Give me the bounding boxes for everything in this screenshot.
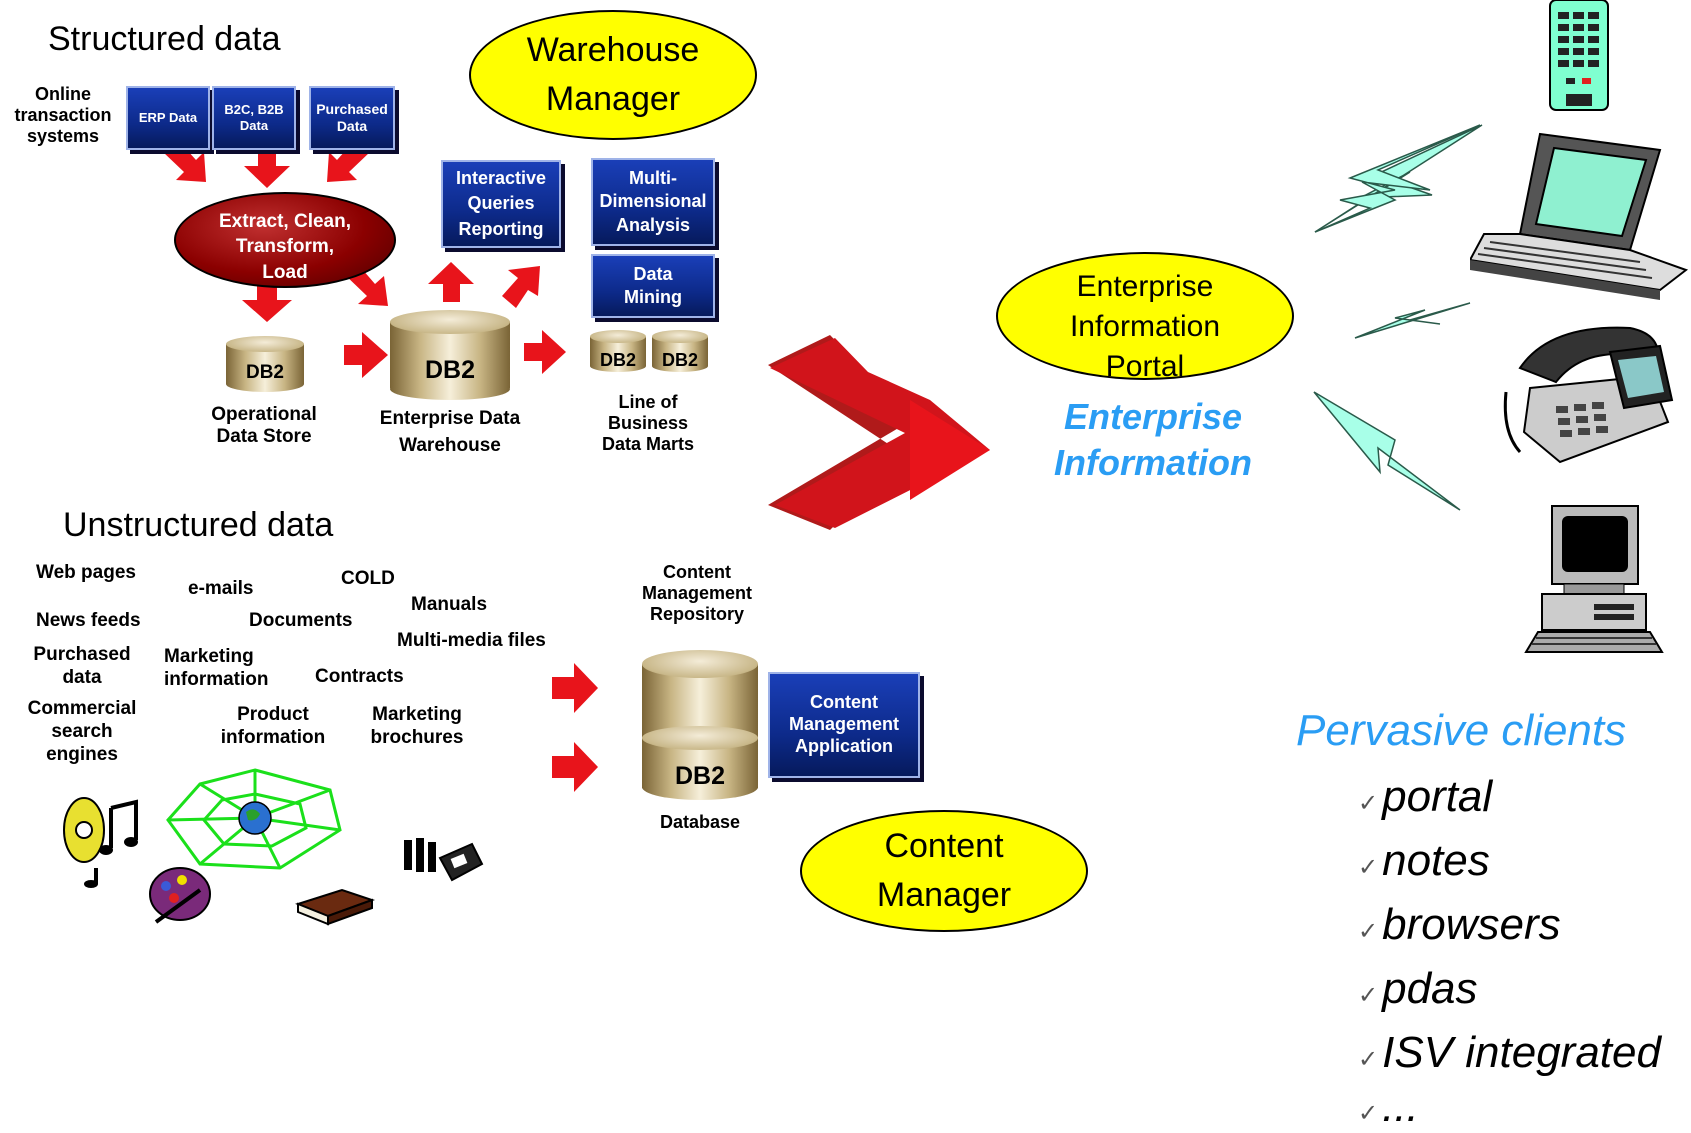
pervasive-clients-title: Pervasive clients [1296,706,1627,755]
client-item-portal: ✓portal [1358,772,1493,821]
check-icon: ✓ [1358,982,1379,1009]
client-item-notes: ✓notes [1358,836,1490,885]
cm-repository-label: Content Management Repository [641,562,753,624]
check-icon: ✓ [1358,918,1379,945]
cm-application-box: Content Management Application [768,672,920,778]
arrow-unstructured-to-repo-1 [552,663,598,713]
desktop-computer-icon [1524,505,1664,653]
emails-label: e-mails [188,578,254,599]
check-icon: ✓ [1358,1100,1379,1127]
database-label: Database [659,812,741,832]
marketing-info-label: Marketing information [164,646,269,690]
arrow-edw-to-interactive [428,262,474,302]
lightning-bolt-1b [1314,124,1481,233]
edw-db2-cylinder: DB2 [390,310,510,400]
check-icon: ✓ [1358,790,1379,817]
laptop-icon [1470,132,1689,300]
structured-data-heading: Structured data [48,20,281,58]
etl-label: Extract, Clean, Transform, Load [219,210,351,283]
arrow-b2b-to-etl [244,150,290,188]
documents-label: Documents [249,610,353,631]
big-merge-arrow [768,335,990,530]
manuals-label: Manuals [411,594,488,615]
arrow-unstructured-to-repo-2 [552,742,598,792]
arrow-ods-to-edw [344,332,388,378]
arrow-etl-to-ods [242,268,292,322]
edw-db2-label: DB2 [424,356,475,384]
lightning-bolt-3 [1313,391,1461,511]
web-pages-label: Web pages [36,562,136,583]
palette-icon [149,867,211,924]
book-icon [295,888,376,926]
contracts-label: Contracts [315,666,404,687]
commercial-search-label: Commercial search engines [27,698,137,765]
cd-music-icon [63,797,138,888]
mobile-phone-icon [1549,0,1609,111]
cold-label: COLD [341,568,395,589]
arrow-edw-to-datamarts [524,330,566,374]
interactive-queries-box: Interactive Queries Reporting [441,160,561,248]
check-icon: ✓ [1358,854,1379,881]
cm-db2-cylinder: DB2 [642,650,758,800]
client-item-more: ✓... [1358,1082,1419,1131]
content-manager-ellipse: Content Manager [800,810,1088,932]
lob-datamarts-label: Line of Business Data Marts [601,392,695,454]
product-info-label: Product information [220,704,326,748]
cm-db2-label: DB2 [674,762,725,790]
arrow-purchased-to-etl [327,140,370,182]
b2c-b2b-data-box: B2C, B2B Data [212,86,296,150]
oltp-label: Online transaction systems [14,84,112,146]
check-icon: ✓ [1358,1046,1379,1073]
unstructured-data-heading: Unstructured data [63,506,334,544]
arrow-edw-to-multidim [502,266,540,308]
purchased-data-label: Purchased data [33,644,131,688]
datamart-db2-cylinder-1: DB2 [590,330,646,372]
arrow-erp-to-etl [163,140,206,182]
news-feeds-label: News feeds [36,610,141,631]
ods-db2-cylinder: DB2 [226,336,304,392]
ods-label: Operational Data Store [211,404,317,448]
desk-phone-icon [1503,326,1674,464]
datamart-db2-label-1: DB2 [599,350,636,370]
multimedia-label: Multi-media files [397,630,546,651]
purchased-data-box: Purchased Data [309,86,395,150]
ods-db2-label: DB2 [245,362,284,383]
datamart-db2-cylinder-2: DB2 [652,330,708,372]
client-item-pdas: ✓pdas [1358,964,1478,1013]
multidimensional-analysis-box: Multi- Dimensional Analysis [591,158,715,246]
client-item-browsers: ✓browsers [1358,900,1561,949]
erp-data-box: ERP Data [126,86,210,150]
film-icon [404,838,484,882]
client-item-isv: ✓ISV integrated [1358,1028,1661,1077]
marketing-brochures-label: Marketing brochures [370,704,464,748]
edw-label: Enterprise Data Warehouse [379,408,521,456]
enterprise-information-subtitle: Enterprise Information [1054,396,1252,484]
web-globe-icon [166,768,342,870]
etl-ellipse: Extract, Clean, Transform, Load [174,192,396,288]
datamart-db2-label-2: DB2 [661,350,698,370]
warehouse-manager-ellipse: Warehouse Manager [469,10,757,140]
lightning-bolt-2 [1354,302,1471,339]
data-mining-box: Data Mining [591,254,715,318]
enterprise-information-portal-ellipse: Enterprise Information Portal [996,252,1294,383]
